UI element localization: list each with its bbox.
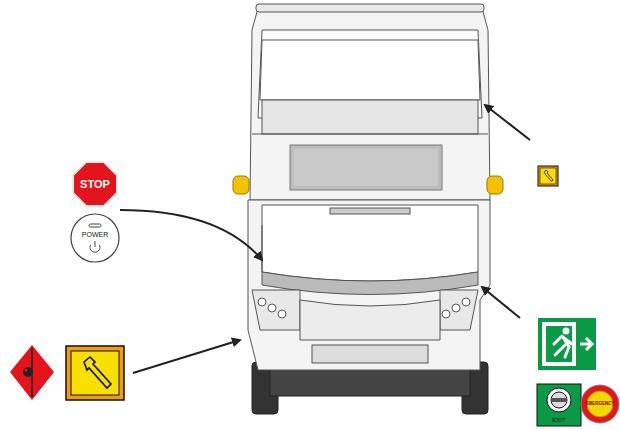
exit-switch-text: EXIT: [552, 417, 565, 423]
stop-sign-text: STOP: [80, 179, 110, 190]
power-button-text: POWER: [82, 231, 108, 238]
emergency-button-text: EMERGENCY: [585, 402, 614, 407]
